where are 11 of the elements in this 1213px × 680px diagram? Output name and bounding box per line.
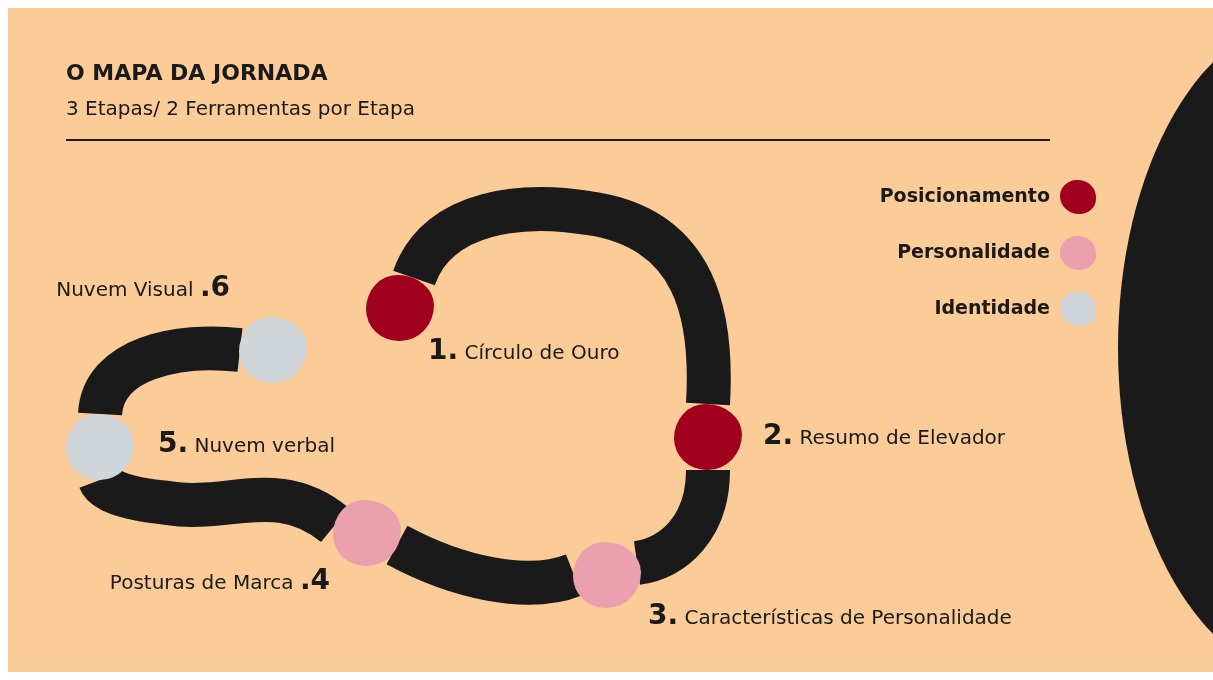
subtitle: 3 Etapas/ 2 Ferramentas por Etapa bbox=[66, 96, 415, 120]
stop-label: 3. Características de Personalidade bbox=[648, 598, 1012, 631]
title: O MAPA DA JORNADA bbox=[66, 60, 328, 85]
stop-label: Nuvem Visual .6 bbox=[56, 270, 230, 303]
legend-label: Identidade bbox=[934, 296, 1050, 318]
stop-label: 2. Resumo de Elevador bbox=[763, 418, 1006, 451]
stop-label: 5. Nuvem verbal bbox=[158, 426, 335, 459]
stop-label: Posturas de Marca .4 bbox=[109, 563, 330, 596]
legend-label: Personalidade bbox=[897, 240, 1050, 262]
legend-label: Posicionamento bbox=[879, 184, 1050, 206]
stop-label: 1. Círculo de Ouro bbox=[428, 333, 620, 366]
